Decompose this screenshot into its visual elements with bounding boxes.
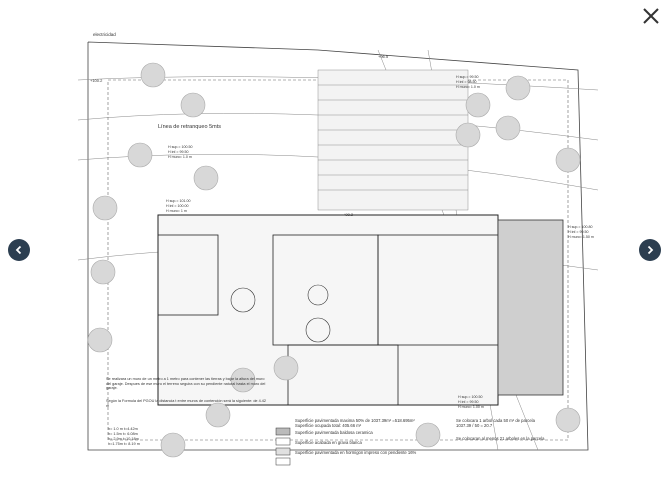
level-2-a: H sup.= 101.00 xyxy=(166,199,190,203)
legend-4: Superficie acabada en grava blanca xyxy=(295,440,362,445)
legend-3: Superficie pavimentada baldosa ceramica xyxy=(295,430,373,435)
linea-retranqueo-label: Línea de retranqueo 5mts xyxy=(158,124,221,130)
legend-2: Superficie ocupada total: 405.66 m² xyxy=(295,423,362,428)
level-5-c: H muro= 1.00 m xyxy=(458,405,484,409)
chevron-right-icon xyxy=(647,245,654,255)
level-3-b: H inf.= 98.50 xyxy=(456,80,476,84)
level-1-b: H inf.= 99.50 xyxy=(168,150,188,154)
close-button[interactable] xyxy=(641,6,661,26)
floor-plan-image: electricidad Línea de retranqueo 5mts H … xyxy=(78,32,598,466)
level-2-c: H muro= 1 m xyxy=(166,209,187,213)
next-image-button[interactable] xyxy=(639,239,661,261)
elev-1: +96.5 xyxy=(378,54,389,59)
level-4-a: H sup.= 100.80 xyxy=(568,225,592,229)
tree-note-1: Se colocara 1 arbol cada 50 m² de parcel… xyxy=(456,418,536,423)
level-4-c: H muro= 1.50 m xyxy=(568,235,594,239)
level-1-a: H sup.= 100.50 xyxy=(168,145,192,149)
electricidad-label: electricidad xyxy=(93,32,116,37)
calc-line-2: h= 1.5m t= 6.08m xyxy=(108,432,138,436)
calc-line-1: h= 1.0 m t=4.42m xyxy=(108,427,138,431)
muro-note: Se realizara un muro de un metro a 1 met… xyxy=(106,377,266,391)
level-3-a: H sup.= 99.50 xyxy=(456,75,478,79)
previous-image-button[interactable] xyxy=(8,239,30,261)
close-icon xyxy=(643,8,659,24)
calc-line-4: h=1.75m t= 8.19 m xyxy=(108,442,140,446)
level-5-a: H sup.= 100.50 xyxy=(458,395,482,399)
calc-line-3: h= 2.9m t=10.18m xyxy=(108,437,139,441)
level-5-b: H inf.= 99.50 xyxy=(458,400,478,404)
formula-note: Según la Formula del PGOU la distancia t… xyxy=(106,399,266,408)
elev-2: +98.2 xyxy=(343,212,354,217)
tree-note-2: 1037.39 / 50 = 20.7 xyxy=(456,423,493,428)
legend-1: Superficie pavimentada maxima 50% de 103… xyxy=(295,418,415,423)
legend-5: Superficie pavimentada en hormigon impre… xyxy=(295,450,417,455)
level-3-c: H muro= 1.0 m xyxy=(456,85,480,89)
level-4-b: H inf.= 99.50 xyxy=(568,230,588,234)
level-2-b: H inf.= 100.00 xyxy=(166,204,188,208)
elev-3: +100.2 xyxy=(90,78,103,83)
tree-note-3: Se colocaran al menos 21 arboles en la p… xyxy=(456,436,545,441)
level-1-c: H muro= 1.0 m xyxy=(168,155,192,159)
chevron-left-icon xyxy=(15,245,22,255)
